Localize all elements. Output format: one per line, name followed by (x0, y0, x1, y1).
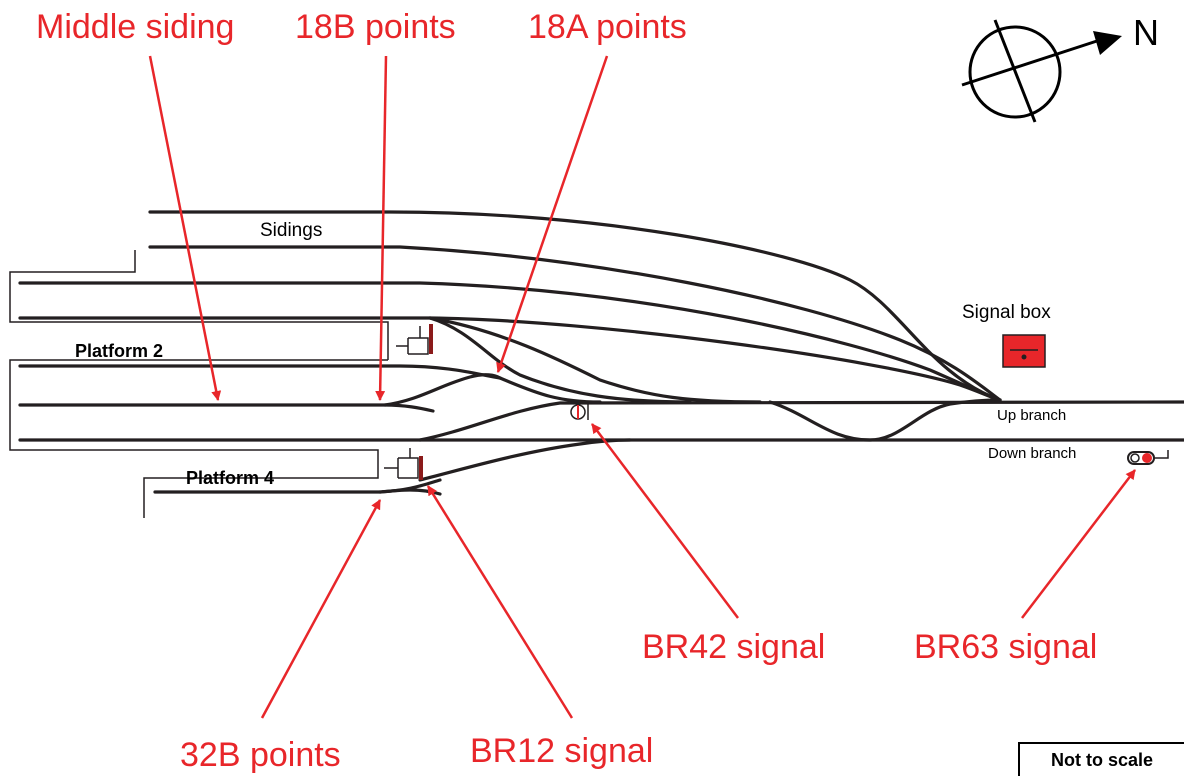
siding-link-b (428, 316, 762, 404)
platform-4-label: Platform 4 (186, 468, 274, 488)
scale-note: Not to scale (1018, 742, 1184, 776)
callout-br42-signal: BR42 signal (642, 628, 825, 666)
signal-box-label: Signal box (962, 302, 1051, 323)
callout-br63-signal: BR63 signal (914, 628, 1097, 666)
down-branch-label: Down branch (988, 445, 1076, 462)
compass-north-label: N (1133, 12, 1159, 53)
callout-18b-points: 18B points (295, 8, 456, 46)
arrow-br12-signal (426, 485, 574, 719)
platform-outlines (9, 250, 389, 518)
middle-siding-track (18, 403, 435, 413)
arrow-18b-points (375, 55, 388, 401)
compass-icon (961, 19, 1122, 123)
br12-signal (384, 448, 423, 480)
arrow-br63-signal (1021, 469, 1136, 619)
br63-signal (1127, 450, 1169, 465)
platform-2-label: Platform 2 (75, 341, 163, 361)
platform-2-track (18, 364, 502, 380)
callout-arrows (148, 55, 1136, 719)
callout-middle-siding: Middle siding (36, 8, 234, 46)
siding-track-2 (148, 245, 1002, 402)
callout-br12-signal: BR12 signal (470, 732, 653, 770)
platform-2-signal (396, 324, 433, 355)
signal-box (1002, 334, 1046, 368)
arrow-br42-signal (591, 423, 739, 619)
up-branch-track (418, 400, 1184, 442)
arrow-middle-siding (148, 55, 222, 401)
up-branch-label: Up branch (997, 407, 1066, 424)
siding-track-4 (18, 316, 1002, 402)
up-main-curve (498, 376, 602, 404)
siding-link-a (428, 316, 692, 404)
platform-4-link (418, 438, 632, 482)
platform-1-outline (9, 250, 389, 360)
callout-32b-points: 32B points (180, 736, 341, 774)
crossover-track (768, 398, 1002, 442)
platform-2-outline (9, 359, 388, 518)
callout-18a-points: 18A points (528, 8, 687, 46)
arrow-32b-points (260, 499, 382, 719)
tracks (18, 210, 1184, 496)
arrow-18a-points (496, 55, 609, 373)
sidings-label: Sidings (260, 220, 322, 241)
points-18b-diverge (383, 373, 502, 407)
br42-signal (570, 402, 589, 420)
